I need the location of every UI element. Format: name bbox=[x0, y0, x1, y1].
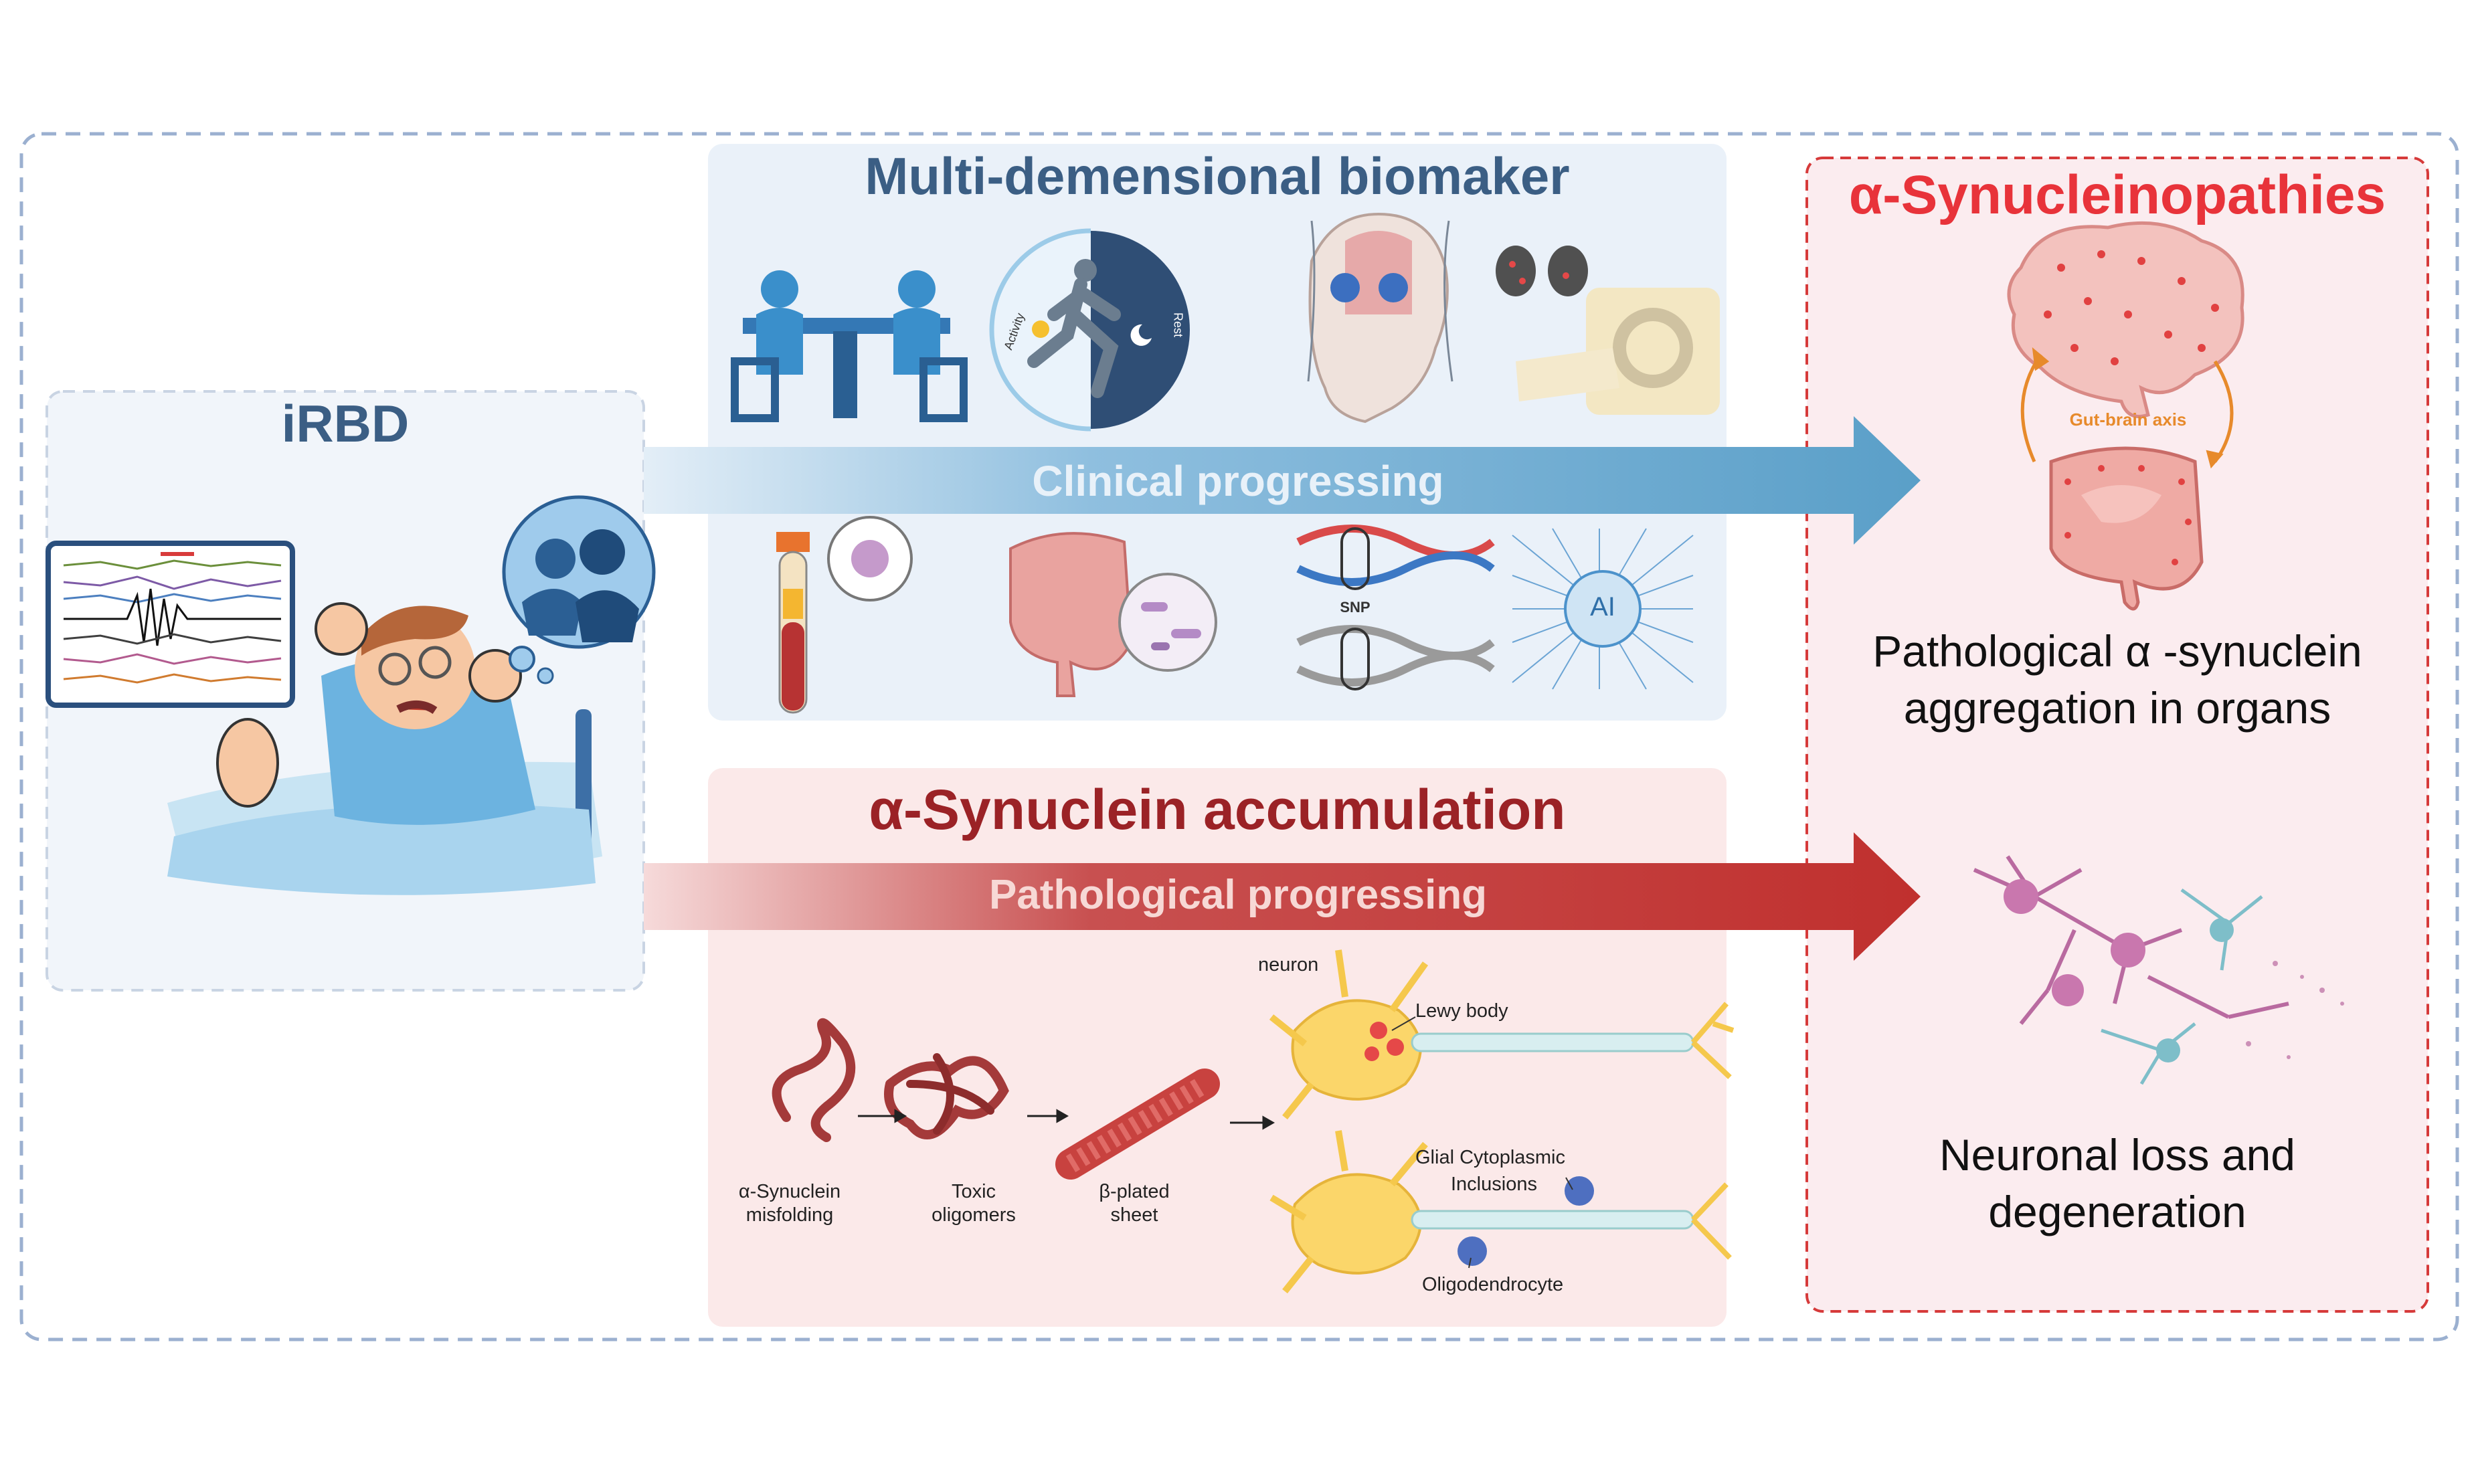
irbd-title: iRBD bbox=[281, 394, 410, 453]
neuron-with-lewy-body bbox=[1269, 949, 1735, 1120]
oligomers-label-line1: Toxic bbox=[951, 1181, 996, 1202]
label-pointers bbox=[1391, 1016, 1573, 1269]
ai-network-icon bbox=[1512, 528, 1694, 690]
biomarker-panel bbox=[708, 144, 1727, 721]
gut-microbiome-icon bbox=[1009, 532, 1217, 697]
pathological-progress-label: Pathological progressing bbox=[988, 872, 1488, 918]
outer-frame bbox=[19, 132, 2459, 1341]
brain-illustration bbox=[2007, 221, 2244, 418]
neuronal-loss-label-line1: Neuronal loss and bbox=[1939, 1130, 2295, 1180]
neuronal-loss-label-line2: degeneration bbox=[1988, 1187, 2246, 1236]
glial-label-line1: Glial Cytoplasmic bbox=[1415, 1147, 1565, 1168]
gut-brain-axis-label: Gut-brain axis bbox=[2069, 409, 2187, 430]
aggregation-label-line1: Pathological α -synuclein bbox=[1872, 626, 2362, 676]
clinical-progress-arrow bbox=[644, 416, 1921, 545]
ai-label: AI bbox=[1590, 592, 1615, 622]
misfolding-label-line1: α-Synuclein bbox=[738, 1181, 841, 1202]
eeg-head-icon bbox=[1307, 212, 1453, 424]
neuron-with-glial-inclusions bbox=[1269, 1130, 1732, 1294]
clinical-progress-label: Clinical progressing bbox=[1032, 457, 1444, 505]
beta-sheet-icon bbox=[1055, 1069, 1220, 1180]
gut-brain-axis-arrows bbox=[2020, 347, 2234, 469]
biomarker-title: Multi-demensional biomaker bbox=[865, 147, 1570, 205]
accumulation-title: α-Synuclein accumulation bbox=[869, 778, 1566, 841]
lewy-body-label: Lewy body bbox=[1415, 1000, 1508, 1022]
misfolding-label-line2: misfolding bbox=[745, 1204, 834, 1226]
misfolding-protein-icon bbox=[772, 1018, 856, 1142]
snp-label: SNP bbox=[1340, 599, 1371, 616]
beta-sheet-label-line1: β-plated bbox=[1099, 1181, 1170, 1202]
blood-tube-icon bbox=[776, 516, 913, 714]
step-arrows bbox=[858, 1109, 1275, 1130]
polysomnography-monitor bbox=[46, 541, 295, 708]
sleeping-patient-illustration bbox=[167, 495, 656, 895]
mri-scanner-icon bbox=[1496, 246, 1720, 415]
glial-label-line2: Inclusions bbox=[1451, 1174, 1537, 1195]
oligodendrocyte-label: Oligodendrocyte bbox=[1422, 1274, 1564, 1295]
beta-sheet-label-line2: sheet bbox=[1110, 1204, 1158, 1226]
toxic-oligomers-icon bbox=[884, 1053, 1009, 1139]
pathological-progress-arrow bbox=[644, 832, 1921, 961]
aggregation-label-line2: aggregation in organs bbox=[1903, 683, 2331, 733]
degenerating-neurons-illustration bbox=[1973, 855, 2344, 1085]
synucleinopathies-title: α-Synucleinopathies bbox=[1848, 165, 2386, 225]
rest-label: Rest bbox=[1171, 312, 1185, 337]
neuron-label: neuron bbox=[1258, 954, 1319, 976]
oligomers-label-line2: oligomers bbox=[932, 1204, 1016, 1226]
intestine-illustration bbox=[2049, 446, 2204, 611]
snp-dna-icon bbox=[1296, 525, 1495, 690]
actigraphy-icon bbox=[989, 228, 1190, 432]
clinical-assessment-icon bbox=[731, 270, 968, 422]
synucleinopathies-panel bbox=[1805, 157, 2429, 1313]
